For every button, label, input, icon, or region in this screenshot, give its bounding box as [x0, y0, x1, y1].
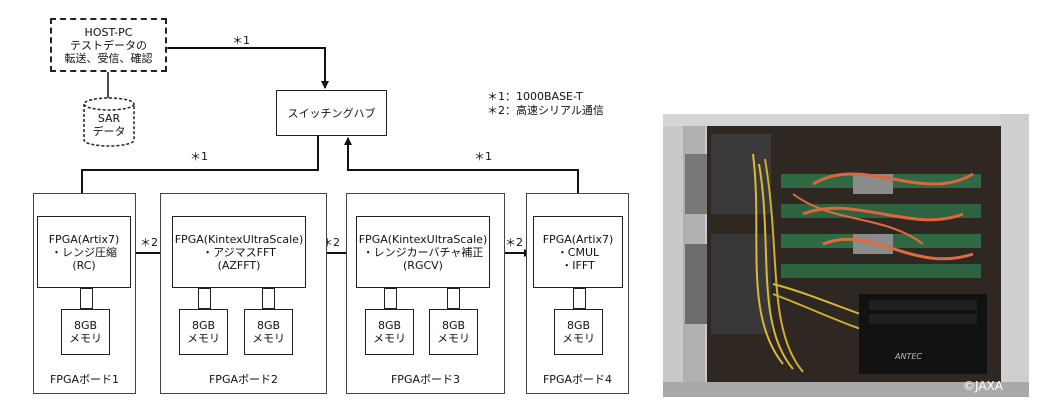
memory-module: 8GB メモリ: [365, 309, 414, 355]
fpga-4-function-1: ・CMUL: [556, 245, 600, 259]
host-pc-line3: 転送、受信、確認: [64, 51, 153, 65]
memory-size: 8GB: [566, 319, 591, 332]
memory-label: メモリ: [252, 332, 285, 345]
hub-board1-link: [78, 136, 319, 212]
fpga-2-name: FPGA(KintexUltraScale): [174, 232, 304, 246]
board-1-label: FPGAボード1: [49, 373, 119, 386]
hardware-photo: ANTEC ©JAXA: [663, 114, 1029, 397]
host-pc-line1: HOST-PC: [84, 25, 133, 39]
memory-size: 8GB: [441, 319, 466, 332]
fpga-chip-4: FPGA(Artix7) ・CMUL ・IFFT: [533, 216, 623, 288]
host-hub-link: [161, 44, 329, 89]
label-serial-1: ＊2: [140, 236, 158, 249]
host-pc-line2: テストデータの: [70, 38, 147, 52]
memory-module: 8GB メモリ: [179, 309, 228, 355]
fpga-chip-1: FPGA(Artix7) ・レンジ圧縮 (RC): [37, 216, 131, 288]
memory-connector: [573, 288, 586, 309]
label-board4-hub: ＊1: [474, 150, 492, 163]
sar-data-cylinder: [83, 97, 135, 147]
board-3-label: FPGAボード3: [390, 373, 460, 386]
legend-line-2: ＊2：高速シリアル通信: [487, 104, 604, 117]
board-4-label: FPGAボード4: [542, 373, 612, 386]
fpga-3-function: ・レンジカーバチャ補正: [362, 245, 484, 259]
label-serial-3: ＊2: [505, 236, 523, 249]
memory-label: メモリ: [69, 332, 102, 345]
memory-size: 8GB: [377, 319, 402, 332]
hardware-photo-illustration: ANTEC ©JAXA: [663, 114, 1029, 397]
memory-module: 8GB メモリ: [429, 309, 478, 355]
label-hub-board1: ＊1: [190, 150, 208, 163]
sar-label-1: SAR: [97, 112, 121, 125]
memory-size: 8GB: [191, 319, 216, 332]
memory-connector: [80, 288, 93, 309]
memory-label: メモリ: [437, 332, 470, 345]
fpga-3-abbrev: (RGCV): [403, 258, 443, 272]
memory-size: 8GB: [256, 319, 281, 332]
memory-connector: [447, 288, 460, 309]
memory-connector: [384, 288, 397, 309]
legend-line-1: ＊1：1000BASE-T: [487, 90, 583, 103]
memory-label: メモリ: [562, 332, 595, 345]
memory-connector: [198, 288, 211, 309]
fpga-2-abbrev: (AZFFT): [217, 258, 261, 272]
photo-credit: ©JAXA: [963, 379, 1004, 393]
fpga-chip-3: FPGA(KintexUltraScale) ・レンジカーバチャ補正 (RGCV…: [356, 216, 490, 288]
fpga-4-function-2: ・IFFT: [561, 258, 595, 272]
host-pc-box: HOST-PC テストデータの 転送、受信、確認: [50, 18, 167, 72]
memory-label: メモリ: [187, 332, 220, 345]
memory-size: 8GB: [73, 319, 98, 332]
fpga-4-name: FPGA(Artix7): [542, 232, 614, 246]
sar-label-2: データ: [92, 125, 126, 138]
fpga-1-name: FPGA(Artix7): [48, 232, 120, 246]
fpga-1-abbrev: (RC): [72, 258, 96, 272]
label-host-hub: ＊1: [232, 34, 250, 47]
memory-module: 8GB メモリ: [61, 309, 110, 355]
fpga-2-function: ・アジマスFFT: [202, 245, 276, 259]
fpga-1-function: ・レンジ圧縮: [51, 245, 117, 259]
switching-hub-box: スイッチングハブ: [276, 90, 387, 136]
switching-hub-label: スイッチングハブ: [287, 106, 376, 120]
memory-module: 8GB メモリ: [554, 309, 603, 355]
fpga-chip-2: FPGA(KintexUltraScale) ・アジマスFFT (AZFFT): [172, 216, 306, 288]
memory-connector: [262, 288, 275, 309]
memory-label: メモリ: [373, 332, 406, 345]
psu-brand-text: ANTEC: [894, 352, 922, 361]
memory-module: 8GB メモリ: [244, 309, 293, 355]
fpga-3-name: FPGA(KintexUltraScale): [358, 232, 488, 246]
board-2-label: FPGAボード2: [208, 373, 278, 386]
